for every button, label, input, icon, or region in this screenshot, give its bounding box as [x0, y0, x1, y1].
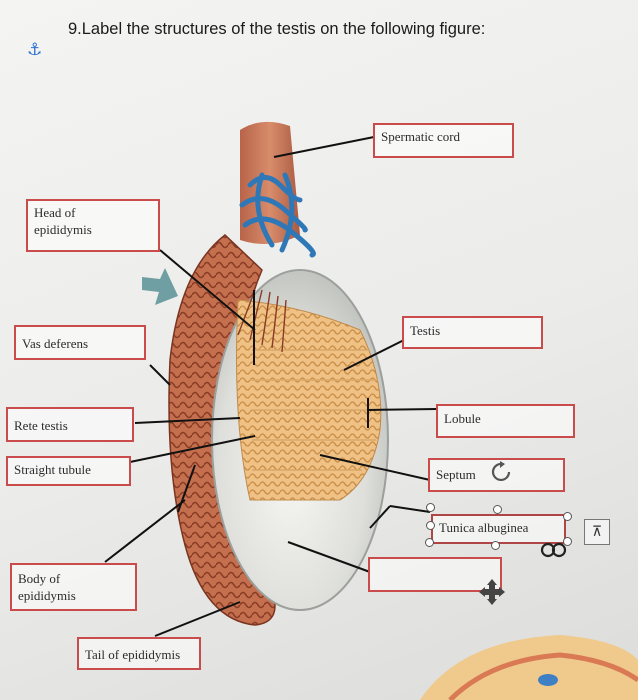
label-spermatic-cord[interactable]: Spermatic cord [373, 123, 514, 158]
label-tail-of-epididymis[interactable]: Tail of epididymis [77, 637, 201, 670]
label-lobule[interactable]: Lobule [436, 404, 575, 438]
resize-handle-bottom-right[interactable] [563, 537, 572, 546]
label-head-of-epididymis[interactable]: Head of epididymis [26, 199, 160, 252]
resize-handle-top-left[interactable] [426, 503, 435, 512]
label-testis[interactable]: Testis [402, 316, 543, 349]
resize-handle-left[interactable] [426, 521, 435, 530]
partial-figure [420, 635, 638, 700]
rete-tubules [237, 289, 287, 353]
resize-handle-top[interactable] [493, 505, 502, 514]
move-icon[interactable] [477, 577, 507, 607]
leader-lines [104, 136, 438, 637]
label-vas-deferens[interactable]: Vas deferens [14, 325, 146, 360]
anchor-icon: ⚓ [27, 40, 43, 60]
rotate-icon[interactable] [489, 460, 515, 484]
label-blank[interactable] [368, 557, 502, 592]
label-rete-testis[interactable]: Rete testis [6, 407, 134, 442]
resize-handle-bottom-left[interactable] [425, 538, 434, 547]
label-tunica-albuginea[interactable]: Tunica albuginea [431, 514, 566, 544]
septa [250, 349, 380, 471]
resize-handle-bottom[interactable] [491, 541, 500, 550]
pampiniform-vessels [239, 172, 316, 258]
arrow-icon [142, 268, 178, 305]
spermatic-cord-shape [240, 121, 300, 244]
label-septum[interactable]: Septum [428, 458, 565, 492]
question-text: 9.Label the structures of the testis on … [68, 20, 486, 38]
resize-handle-top-right[interactable] [563, 512, 572, 521]
layout-options-icon[interactable]: ⊼ [584, 519, 610, 545]
label-body-of-epididymis[interactable]: Body of epididymis [10, 563, 137, 611]
connector-handle-icon[interactable] [540, 540, 570, 560]
label-straight-tubule[interactable]: Straight tubule [6, 456, 131, 486]
